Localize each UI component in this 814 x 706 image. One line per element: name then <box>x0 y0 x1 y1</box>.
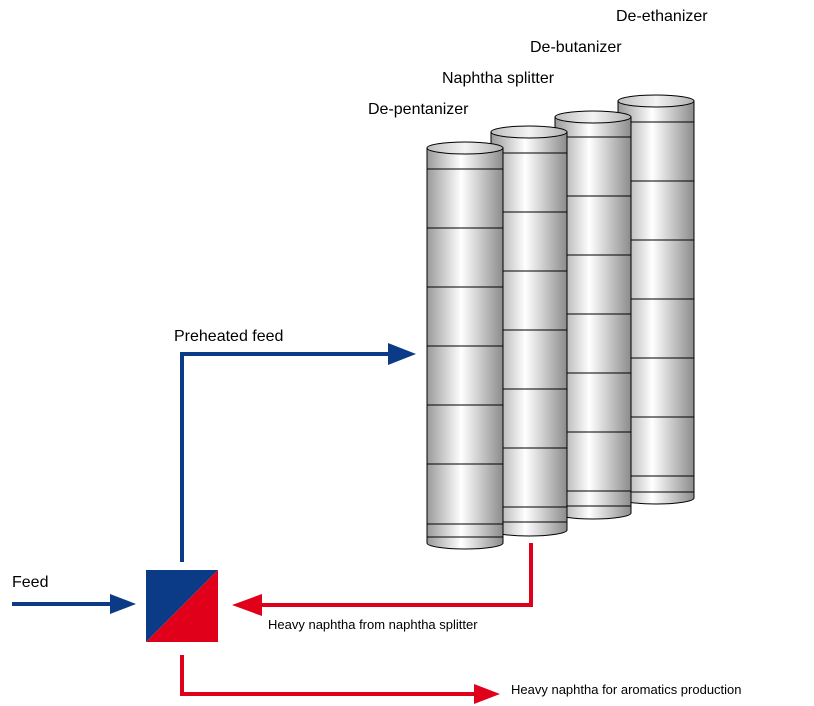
heavy-naphtha-return-arrow <box>232 543 533 616</box>
label-de-butanizer: De-butanizer <box>530 39 622 56</box>
label-naphtha-splitter: Naphtha splitter <box>442 70 555 87</box>
label-de-ethanizer: De-ethanizer <box>616 8 708 25</box>
label-preheated-feed: Preheated feed <box>174 328 283 345</box>
label-feed: Feed <box>12 574 48 591</box>
label-heavy-naphtha-from-splitter: Heavy naphtha from naphtha splitter <box>268 617 478 632</box>
column-de-pentanizer <box>426 141 504 550</box>
preheated-feed-arrow <box>180 343 416 562</box>
label-de-pentanizer: De-pentanizer <box>368 101 469 118</box>
label-heavy-naphtha-aromatics: Heavy naphtha for aromatics production <box>511 682 742 697</box>
feed-arrow <box>12 594 136 614</box>
heat-exchanger-icon <box>146 570 218 642</box>
heavy-naphtha-aromatics-arrow <box>180 655 500 704</box>
